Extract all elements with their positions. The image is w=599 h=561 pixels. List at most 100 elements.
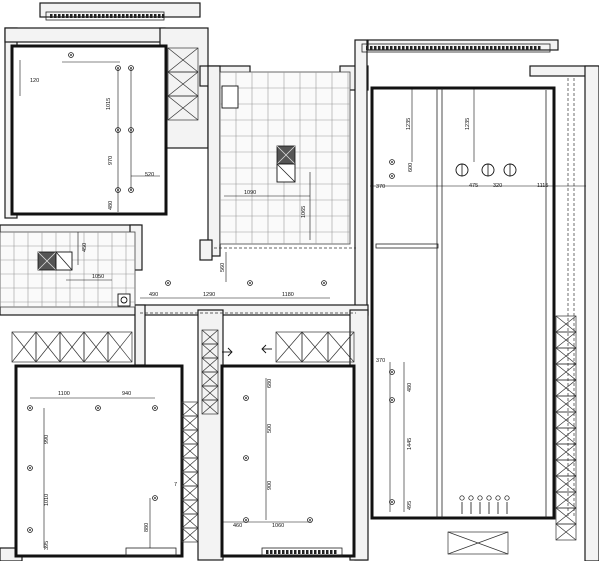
room-outline [370, 86, 556, 520]
outlet-icon [70, 54, 72, 56]
dim-label: 880 [144, 523, 150, 532]
sprinkler-icon [468, 495, 474, 501]
cabinet [555, 363, 577, 381]
arrow-right-icon [222, 347, 233, 357]
window-mullion [162, 14, 165, 18]
drain-icon [276, 145, 296, 165]
window-mullion [426, 46, 429, 50]
window-mullion [382, 46, 385, 50]
dim-label: 320 [493, 183, 502, 189]
cabinet [555, 507, 577, 525]
dim-label: 500 [267, 424, 273, 433]
cabinet [181, 429, 199, 445]
dim-label: 1010 [44, 494, 50, 506]
window-mullion [74, 14, 77, 18]
window-mullion [66, 14, 69, 18]
window-mullion [366, 46, 369, 50]
cabinet [555, 411, 577, 429]
toilet [120, 296, 128, 304]
window-mullion [398, 46, 401, 50]
window-mullion [514, 46, 517, 50]
cabinet [181, 485, 199, 501]
dim-label: 450 [82, 243, 88, 252]
outlet-icon [167, 282, 169, 284]
window-mullion [138, 14, 141, 18]
window-mullion [62, 14, 65, 18]
dim-label: 1100 [58, 391, 70, 397]
dim-label: 495 [407, 501, 413, 510]
dim-label: 600 [408, 163, 414, 172]
window-mullion [302, 550, 305, 554]
window-mullion [334, 550, 337, 554]
window-mullion [94, 14, 97, 18]
window-mullion [130, 14, 133, 18]
dim-label: 900 [267, 481, 273, 490]
outlet-icon [154, 407, 156, 409]
dim-label: 1060 [272, 523, 284, 529]
window-mullion [494, 46, 497, 50]
cabinet [555, 379, 577, 397]
window-mullion [530, 46, 533, 50]
cabinet [181, 471, 199, 487]
window-mullion [314, 550, 317, 554]
sprinkler-icon [495, 495, 501, 501]
window-mullion [310, 550, 313, 554]
window-mullion [434, 46, 437, 50]
window-mullion [110, 14, 113, 18]
window-mullion [266, 550, 269, 554]
window-mullion [442, 46, 445, 50]
window-mullion [458, 46, 461, 50]
wall-segment [207, 65, 221, 257]
outlet-icon [391, 161, 393, 163]
window-mullion [146, 14, 149, 18]
dim-label: 1115 [537, 183, 548, 189]
outlet-icon [29, 467, 31, 469]
window-mullion [406, 46, 409, 50]
window-mullion [290, 550, 293, 554]
cabinet [201, 385, 219, 401]
room-outline [10, 44, 168, 216]
cabinet [555, 315, 577, 333]
cabinet [181, 415, 199, 431]
cabinet [201, 343, 219, 359]
window-mullion [390, 46, 393, 50]
arrow-left-icon [261, 344, 272, 354]
window-mullion [58, 14, 61, 18]
dim-label: 1090 [244, 190, 256, 196]
outlet-icon [97, 407, 99, 409]
window-mullion [150, 14, 153, 18]
outlet-icon [154, 497, 156, 499]
window-mullion [498, 46, 501, 50]
window-mullion [438, 46, 441, 50]
window-mullion [526, 46, 529, 50]
cabinet [301, 331, 329, 363]
window-mullion [490, 46, 493, 50]
cabinet [181, 499, 199, 515]
window-mullion [430, 46, 433, 50]
window-mullion [414, 46, 417, 50]
outlet-icon [245, 397, 247, 399]
cabinet [555, 459, 577, 477]
cabinet [201, 399, 219, 415]
dim-label: 970 [108, 156, 114, 165]
window-mullion [90, 14, 93, 18]
window-mullion [102, 14, 105, 18]
window-mullion [98, 14, 101, 18]
wall-segment [134, 304, 146, 366]
window-mullion [78, 14, 81, 18]
cabinet [555, 427, 577, 445]
outlet-icon [323, 282, 325, 284]
outlet-icon [309, 519, 311, 521]
cabinet [35, 331, 61, 363]
window-mullion [294, 550, 297, 554]
dim-label: 1445 [407, 438, 413, 450]
window-top-right [361, 43, 551, 53]
fixtures [37, 78, 575, 518]
window-mullion [474, 46, 477, 50]
window-mullion [158, 14, 161, 18]
window-mullion [318, 550, 321, 554]
window-mullion [506, 46, 509, 50]
outlet-icon [245, 457, 247, 459]
sprinkler-icon [504, 495, 510, 501]
